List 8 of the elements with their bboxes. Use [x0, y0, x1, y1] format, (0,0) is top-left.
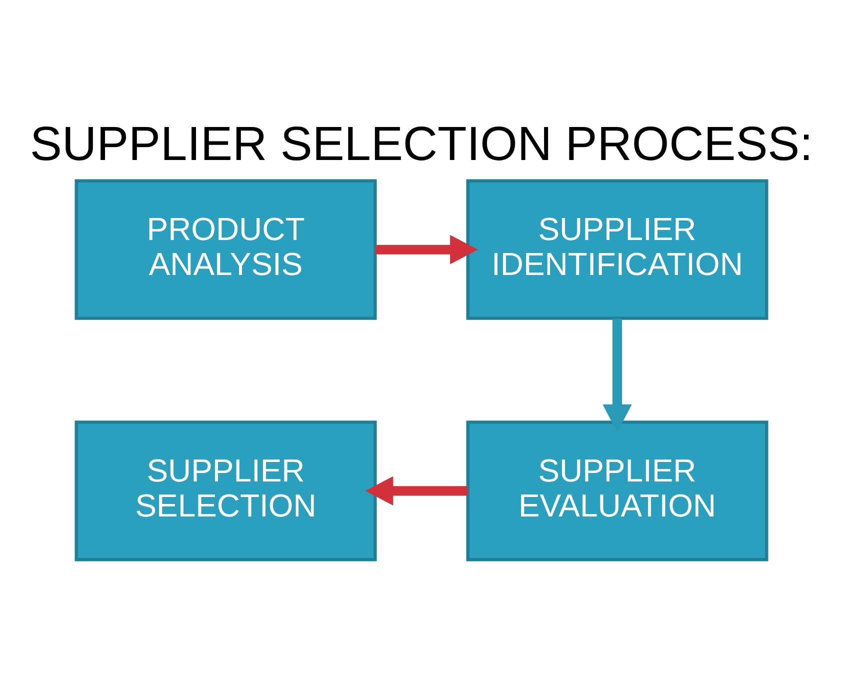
arrow	[365, 476, 468, 506]
node-box: SUPPLIER EVALUATION	[466, 420, 768, 562]
diagram-title: SUPPLIER SELECTION PROCESS:	[30, 118, 813, 172]
node-box: SUPPLIER IDENTIFICATION	[466, 179, 768, 320]
arrow	[376, 234, 478, 264]
arrow	[602, 318, 632, 432]
node-box: SUPPLIER SELECTION	[74, 420, 377, 562]
node-box: PRODUCT ANALYSIS	[74, 179, 377, 320]
